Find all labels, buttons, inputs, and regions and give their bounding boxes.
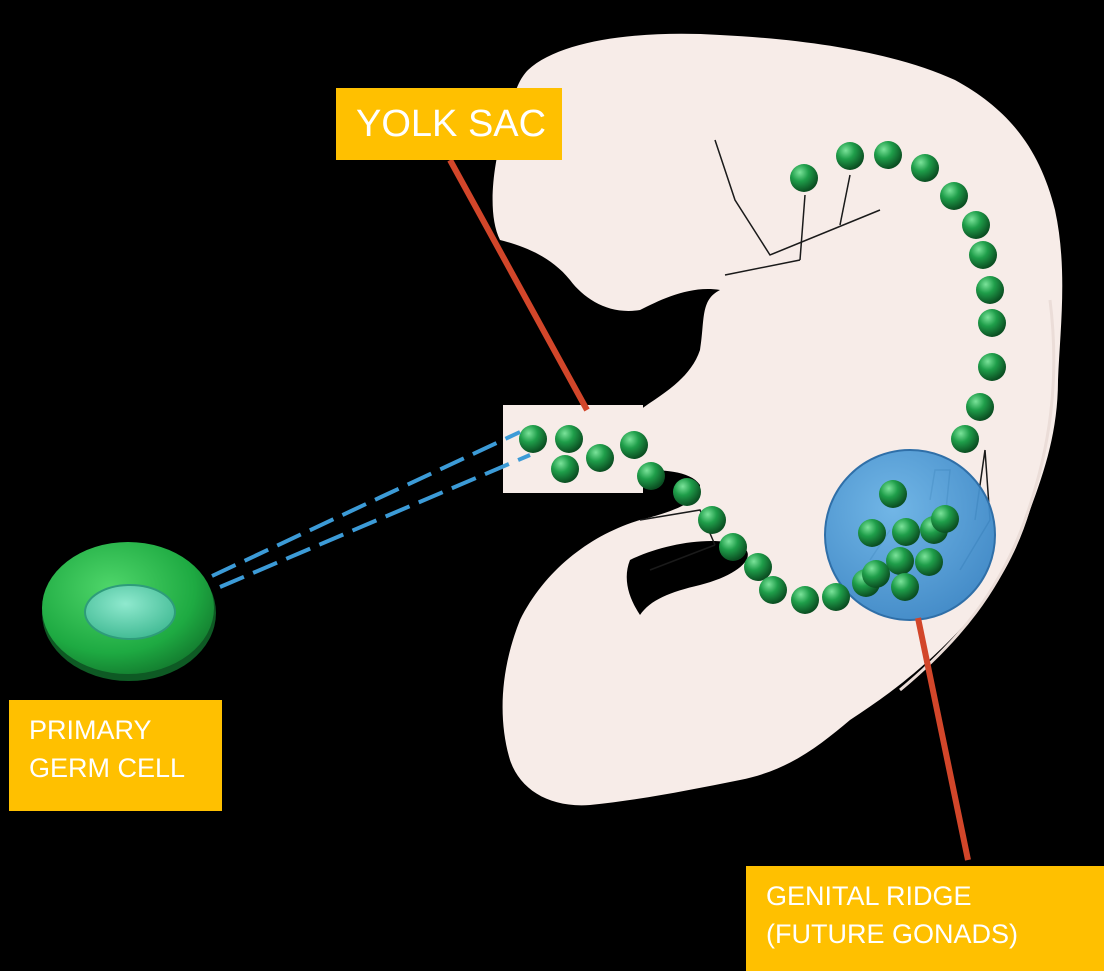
germ-cell bbox=[586, 444, 614, 472]
germ-cell bbox=[969, 241, 997, 269]
germ-cell bbox=[911, 154, 939, 182]
germ-cell bbox=[978, 309, 1006, 337]
germ-cell bbox=[962, 211, 990, 239]
primary-germ-cell-label: PRIMARY GERM CELL bbox=[9, 700, 222, 811]
primary-germ-cell-label-line-1: PRIMARY bbox=[29, 712, 222, 750]
germ-cell bbox=[790, 164, 818, 192]
germ-cell bbox=[886, 547, 914, 575]
yolk-sac-label: YOLK SAC bbox=[336, 88, 562, 160]
dashed-connector-lines bbox=[212, 432, 530, 587]
germ-cell bbox=[620, 431, 648, 459]
germ-cell bbox=[555, 425, 583, 453]
germ-cell bbox=[673, 478, 701, 506]
germ-cell bbox=[759, 576, 787, 604]
primary-germ-cell-illustration bbox=[42, 542, 216, 681]
germ-cell bbox=[744, 553, 772, 581]
germ-cell bbox=[951, 425, 979, 453]
germ-cell bbox=[978, 353, 1006, 381]
germ-cell bbox=[931, 505, 959, 533]
genital-ridge-label-line-2: (FUTURE GONADS) bbox=[766, 916, 1104, 954]
germ-cell bbox=[858, 519, 886, 547]
germ-cell bbox=[891, 573, 919, 601]
germ-cell bbox=[637, 462, 665, 490]
germ-cell bbox=[874, 141, 902, 169]
germ-cell bbox=[519, 425, 547, 453]
yolk-sac-label-text: YOLK SAC bbox=[356, 103, 546, 145]
genital-ridge-label: GENITAL RIDGE (FUTURE GONADS) bbox=[746, 866, 1104, 971]
germ-cell bbox=[862, 560, 890, 588]
genital-ridge-pointer bbox=[918, 618, 968, 860]
germ-cell bbox=[719, 533, 747, 561]
germ-cell bbox=[892, 518, 920, 546]
germ-cell bbox=[879, 480, 907, 508]
germ-cell bbox=[940, 182, 968, 210]
germ-cell bbox=[836, 142, 864, 170]
primary-germ-cell-label-line-2: GERM CELL bbox=[29, 750, 222, 788]
germ-cell bbox=[551, 455, 579, 483]
primary-germ-cell-nucleus bbox=[85, 585, 175, 639]
germ-cell bbox=[822, 583, 850, 611]
germ-cell bbox=[791, 586, 819, 614]
germ-cell bbox=[698, 506, 726, 534]
genital-ridge-label-line-1: GENITAL RIDGE bbox=[766, 878, 1104, 916]
germ-cell bbox=[976, 276, 1004, 304]
germ-cell bbox=[966, 393, 994, 421]
germ-cell bbox=[915, 548, 943, 576]
